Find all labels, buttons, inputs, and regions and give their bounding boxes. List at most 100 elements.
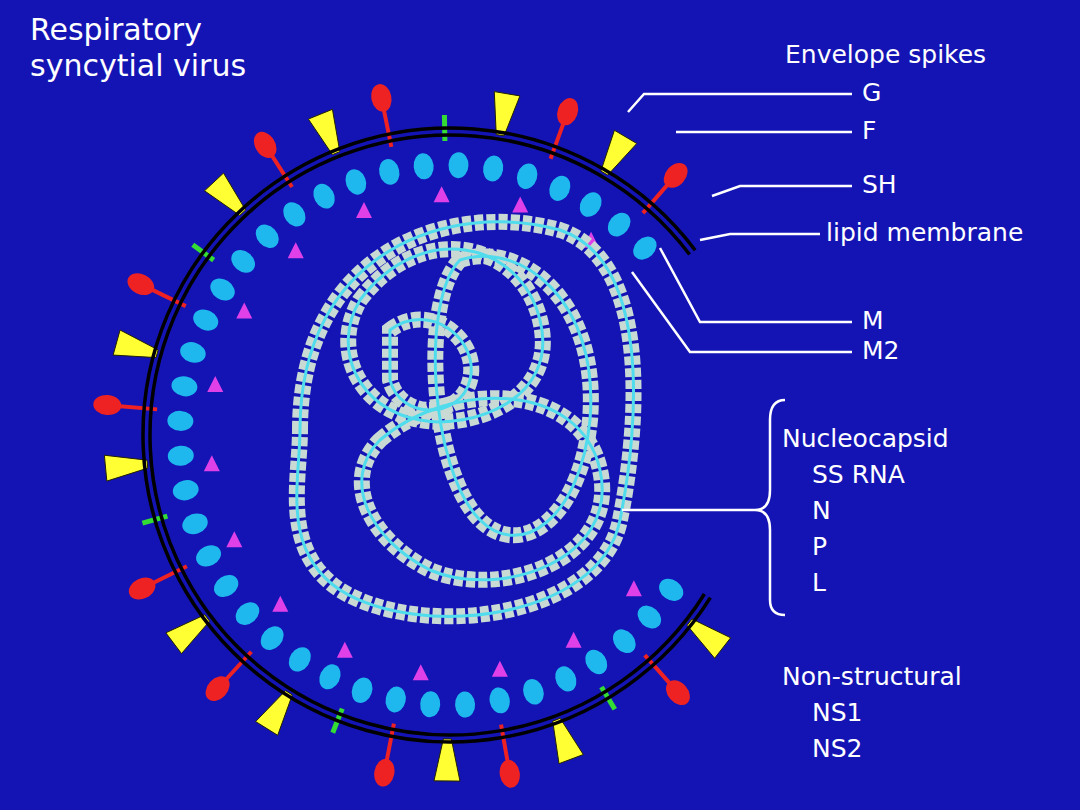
m2-protein [512, 196, 528, 212]
m2-protein [207, 376, 223, 392]
m2-protein [566, 632, 582, 648]
g-spike [434, 739, 460, 781]
f-spike-head [661, 676, 695, 710]
part-label: NS2 [812, 734, 862, 764]
g-spike [113, 330, 158, 358]
m-protein [448, 152, 469, 179]
m-protein [231, 597, 264, 629]
g-spike [166, 615, 210, 654]
m-protein [206, 274, 239, 305]
m-protein [256, 622, 288, 655]
m-protein [227, 245, 260, 277]
matrix-proteins [167, 152, 688, 718]
part-label: N [812, 496, 831, 526]
part-label: SH [862, 170, 897, 200]
f-spike-head [92, 394, 122, 416]
m2-protein [236, 302, 252, 318]
part-label: P [812, 532, 827, 562]
f-spike-head [497, 758, 522, 789]
m-protein [284, 643, 315, 676]
nucleoprotein-beads [297, 222, 634, 616]
g-spike [205, 173, 246, 215]
membrane-layer [143, 128, 710, 742]
group-heading: Nucleocapsid [782, 424, 949, 454]
g-spike [104, 455, 147, 481]
m-protein [348, 675, 375, 706]
m-protein [309, 180, 339, 212]
m-protein [454, 691, 475, 718]
part-label: SS RNA [812, 460, 905, 490]
part-label: G [862, 78, 881, 108]
m-protein [170, 374, 199, 398]
membrane-layer [150, 135, 704, 735]
rna-strand [297, 222, 634, 616]
f-spike-head [124, 269, 158, 299]
m-protein [342, 166, 370, 197]
m2-protein [626, 580, 642, 596]
f-spike-head [553, 95, 581, 128]
m-protein [608, 625, 640, 658]
m-protein [514, 161, 541, 192]
m-protein [383, 685, 408, 714]
m-protein [192, 541, 224, 571]
m-protein [171, 478, 201, 503]
part-label: M [862, 306, 884, 336]
m2-protein [356, 202, 372, 218]
g-spike [308, 109, 339, 154]
f-spike-head [201, 672, 235, 706]
part-label: NS1 [812, 698, 862, 728]
g-spike [601, 130, 637, 175]
m-protein [629, 232, 662, 264]
group-heading: Envelope spikes [785, 40, 986, 70]
m-protein [167, 410, 194, 431]
m-protein [551, 663, 580, 695]
m-protein [167, 445, 194, 467]
part-label: lipid membrane [826, 218, 1023, 248]
diagram-title: Respiratory syncytial virus [30, 12, 330, 84]
m2-protein [204, 455, 220, 471]
m-protein [581, 646, 612, 679]
nucleocapsid [297, 222, 634, 616]
part-label: L [812, 568, 826, 598]
part-label: F [862, 116, 876, 146]
g-spike [256, 691, 293, 736]
g-spike [553, 718, 584, 763]
m-protein [251, 220, 283, 253]
m2-protein [434, 186, 450, 202]
envelope-spikes [92, 82, 730, 789]
g-spike [687, 619, 731, 658]
m-protein [487, 686, 511, 715]
m-protein [279, 198, 310, 231]
m2-protein [492, 661, 508, 677]
m-protein [603, 208, 635, 241]
m-protein [633, 601, 666, 633]
f-spike-head [125, 573, 159, 603]
m-protein [210, 570, 243, 601]
m-protein [481, 154, 505, 183]
f-spike-head [369, 82, 394, 113]
m2-protein [337, 642, 353, 658]
m-protein [177, 339, 208, 366]
group-heading: Non-structural [782, 662, 962, 692]
m-protein [419, 691, 441, 718]
m2-protein [288, 242, 304, 258]
m-protein [655, 574, 688, 605]
lipid-membrane [143, 128, 710, 742]
m-protein [575, 188, 606, 221]
m-protein [315, 661, 344, 693]
m-protein [520, 676, 547, 707]
m2-protein [272, 596, 288, 612]
m2-protein [226, 531, 242, 547]
m-protein [190, 305, 222, 334]
f-spike-head [372, 757, 397, 788]
part-label: M2 [862, 336, 899, 366]
leader-lines [622, 94, 852, 615]
m2-protein [413, 664, 429, 680]
f-spike-head [249, 128, 281, 162]
g-spike [494, 92, 520, 136]
m-protein [179, 510, 210, 537]
m-protein [377, 157, 402, 187]
m-protein [545, 172, 574, 204]
m-protein [412, 152, 434, 180]
f-spike-head [659, 158, 692, 192]
